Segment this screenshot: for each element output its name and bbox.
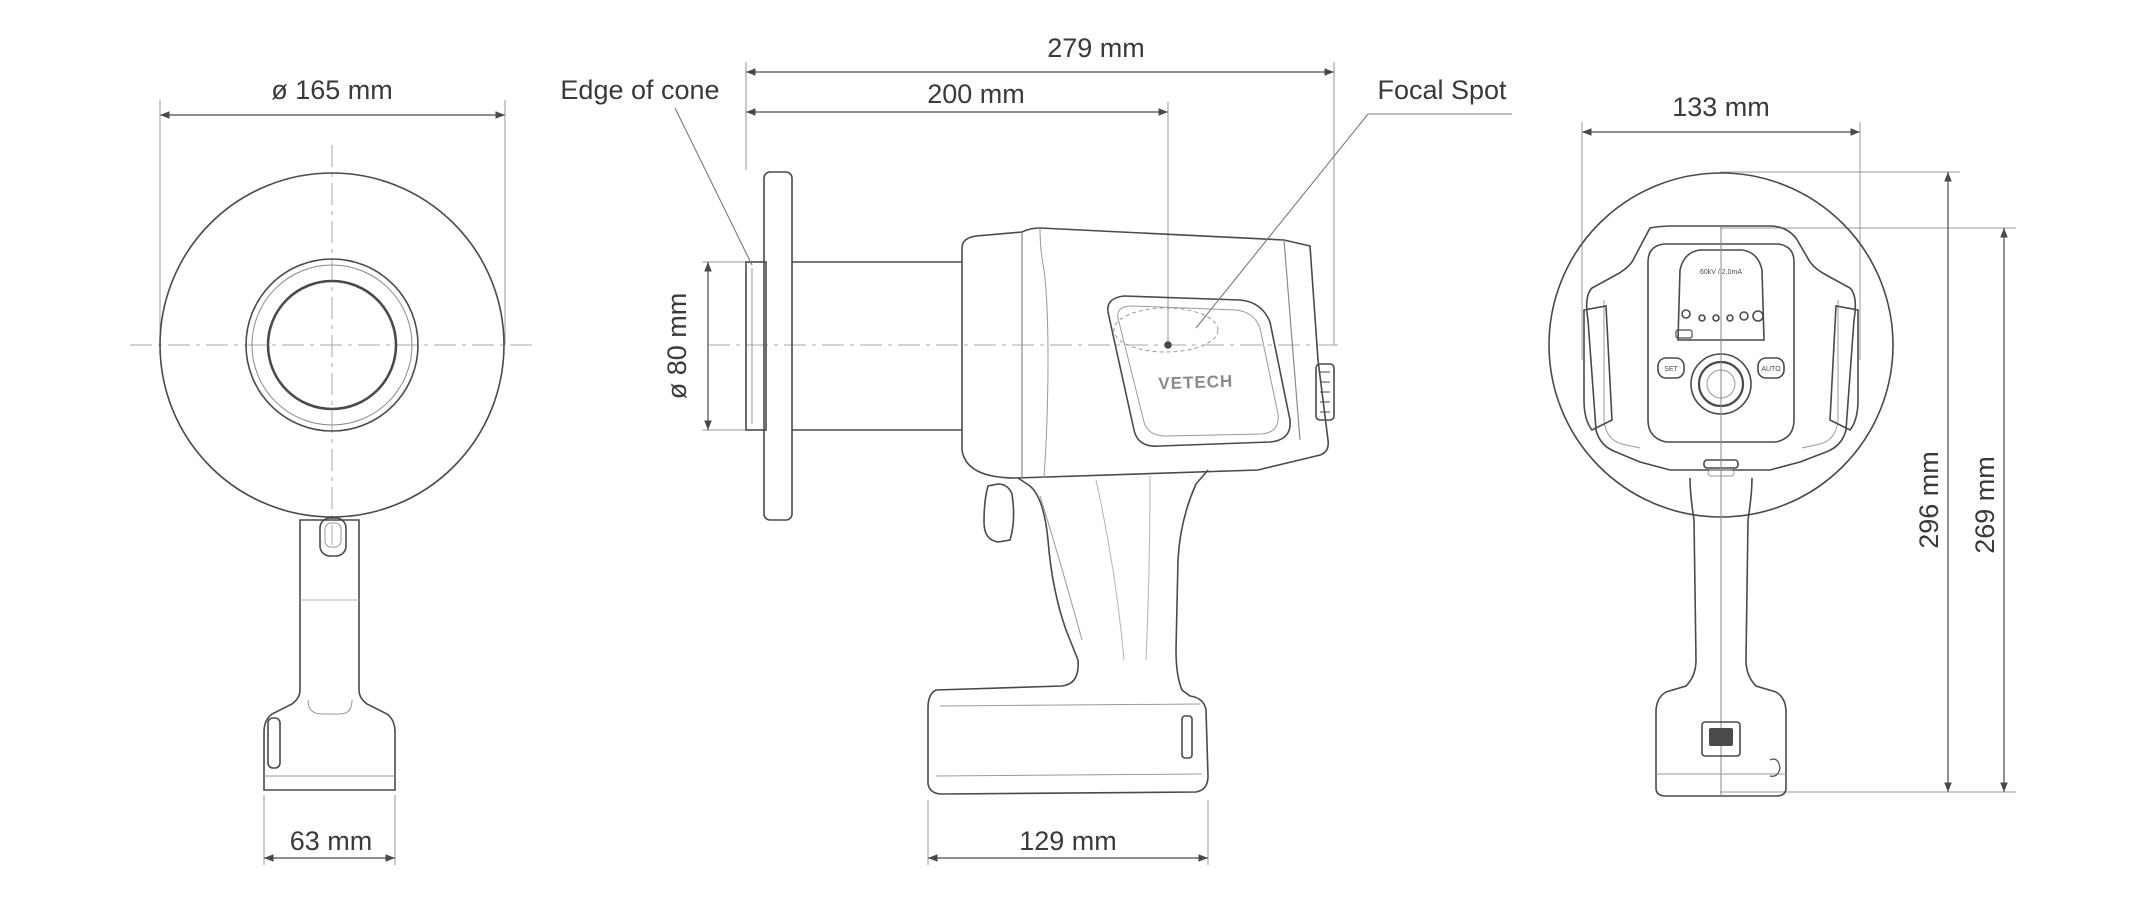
- callout-edge-of-cone: Edge of cone: [560, 75, 719, 105]
- front-view: [130, 100, 535, 865]
- dimension-label-cone-diameter: ø 80 mm: [662, 293, 692, 400]
- dimension-label-height-body: 269 mm: [1970, 456, 2000, 554]
- side-view: [674, 62, 1512, 865]
- dimension-label-handle-depth: 129 mm: [1019, 826, 1117, 856]
- back-view: [1548, 122, 2016, 797]
- brand-logo-side: VETECH: [1158, 372, 1234, 394]
- dimension-label-diameter-front: ø 165 mm: [271, 75, 393, 105]
- dimension-label-front-grip-width: 63 mm: [290, 826, 373, 856]
- dimension-label-height-total: 296 mm: [1914, 451, 1944, 549]
- panel-rating-label: 60kV / 2.0mA: [1700, 269, 1742, 276]
- dimension-label-back-width: 133 mm: [1672, 92, 1770, 122]
- callout-focal-spot: Focal Spot: [1377, 75, 1507, 105]
- set-button-label: SET: [1664, 366, 1678, 373]
- auto-button-label: AUTO: [1761, 366, 1781, 373]
- dimension-label-cone-to-focal: 200 mm: [927, 79, 1025, 109]
- dimension-label-overall-length: 279 mm: [1047, 33, 1145, 63]
